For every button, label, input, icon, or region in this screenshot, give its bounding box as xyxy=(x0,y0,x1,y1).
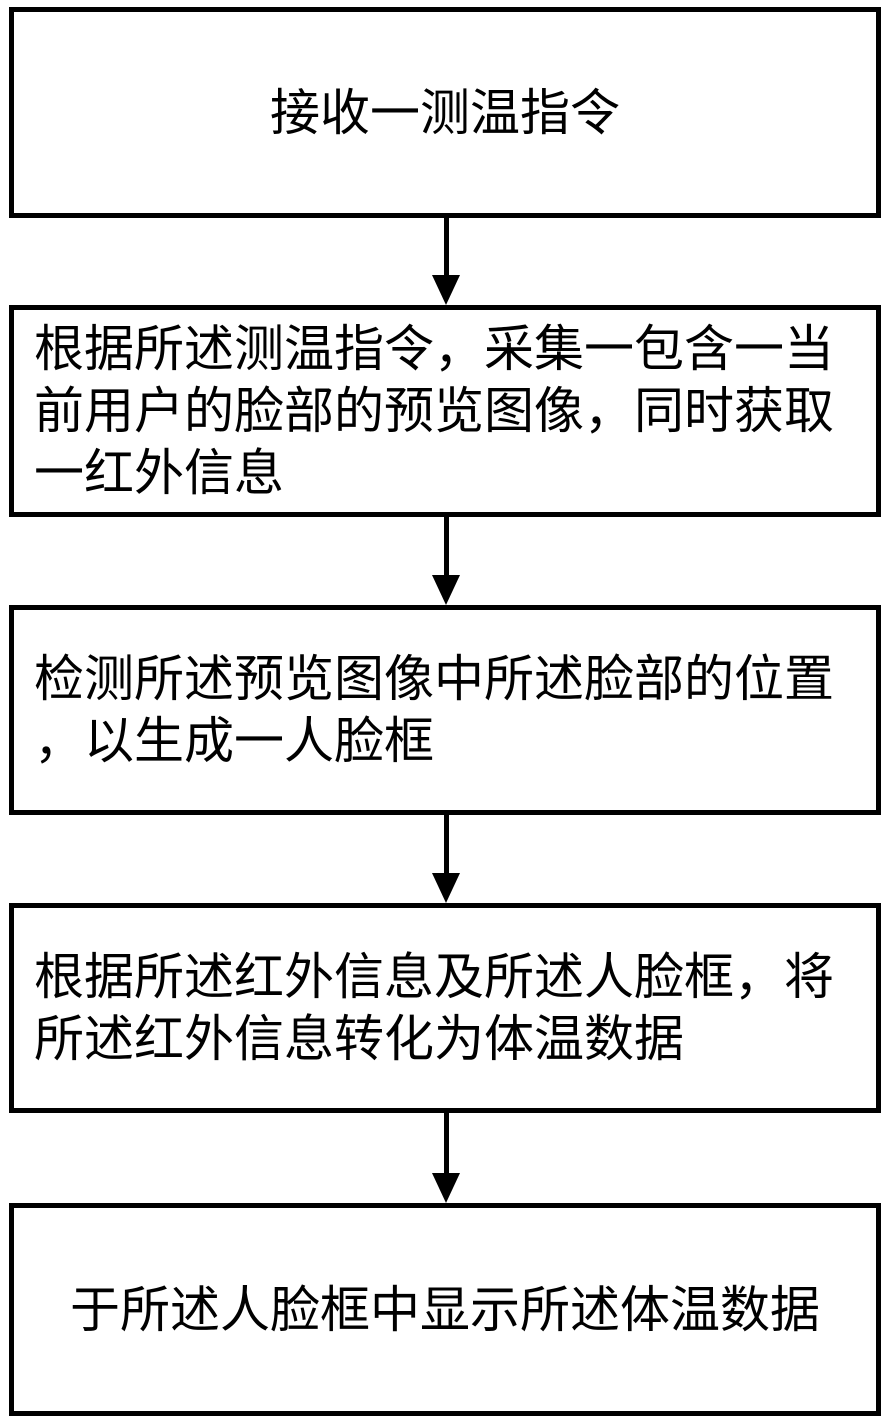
flow-step-5-label: 于所述人脸框中显示所述体温数据 xyxy=(70,1281,820,1338)
arrow-down-icon xyxy=(432,575,460,605)
flow-step-2-label: 根据所述测温指令，采集一包含一当 前用户的脸部的预览图像，同时获取 一红外信息 xyxy=(34,321,834,501)
flow-step-1-label: 接收一测温指令 xyxy=(270,84,620,141)
flow-step-4-label: 根据所述红外信息及所述人脸框，将 所述红外信息转化为体温数据 xyxy=(34,949,834,1067)
arrow-down-icon xyxy=(432,275,460,305)
flow-step-1: 接收一测温指令 xyxy=(9,7,881,218)
flow-arrow-2 xyxy=(432,517,460,605)
arrow-stem xyxy=(444,218,449,278)
flow-step-4: 根据所述红外信息及所述人脸框，将 所述红外信息转化为体温数据 xyxy=(9,903,881,1113)
flow-arrow-3 xyxy=(432,815,460,903)
arrow-down-icon xyxy=(432,1173,460,1203)
flow-step-5: 于所述人脸框中显示所述体温数据 xyxy=(9,1203,881,1416)
flow-step-3-label: 检测所述预览图像中所述脸部的位置 ，以生成一人脸框 xyxy=(34,651,834,769)
flow-arrow-4 xyxy=(432,1113,460,1203)
arrow-stem xyxy=(444,1113,449,1176)
flow-arrow-1 xyxy=(432,218,460,305)
arrow-stem xyxy=(444,815,449,876)
arrow-stem xyxy=(444,517,449,578)
arrow-down-icon xyxy=(432,873,460,903)
flow-step-3: 检测所述预览图像中所述脸部的位置 ，以生成一人脸框 xyxy=(9,605,881,815)
flow-step-2: 根据所述测温指令，采集一包含一当 前用户的脸部的预览图像，同时获取 一红外信息 xyxy=(9,305,881,517)
